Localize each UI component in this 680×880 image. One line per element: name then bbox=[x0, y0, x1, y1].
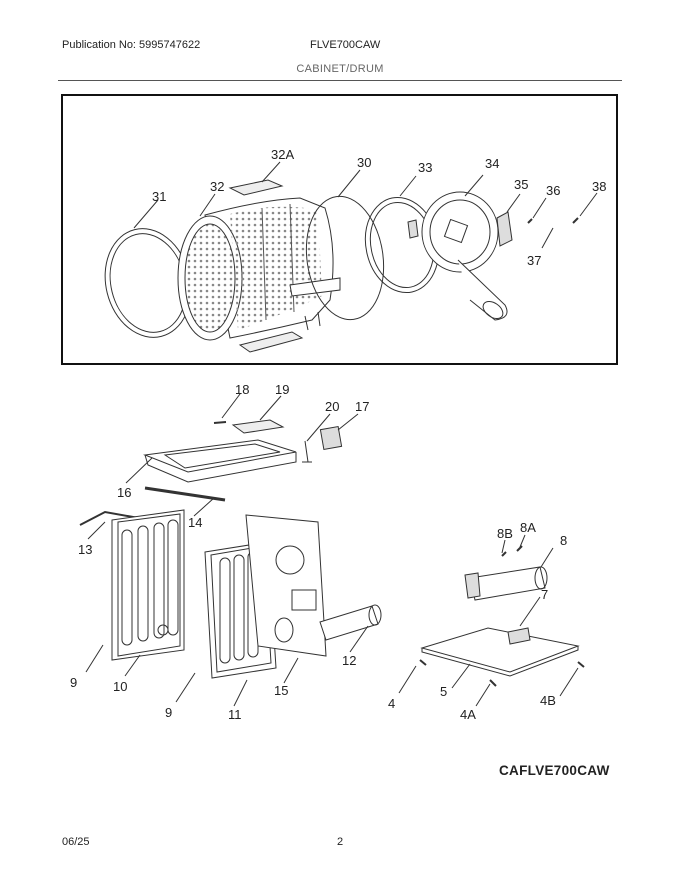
callout-4b: 4B bbox=[540, 693, 556, 708]
drum-bracket bbox=[496, 211, 513, 247]
base-plate bbox=[420, 627, 580, 677]
exhaust-duct bbox=[319, 604, 382, 641]
callout-20: 20 bbox=[325, 399, 340, 414]
drum-baffle-bottom bbox=[238, 331, 304, 353]
callout-30: 30 bbox=[357, 155, 372, 170]
callout-37: 37 bbox=[527, 253, 542, 268]
model-number: FLVE700CAW bbox=[310, 39, 381, 51]
callout-17: 17 bbox=[355, 399, 370, 414]
leveling-foot-4a bbox=[489, 679, 497, 687]
header-divider bbox=[58, 80, 622, 81]
drum bbox=[177, 197, 341, 341]
callout-18: 18 bbox=[235, 382, 250, 397]
drum-assembly-frame bbox=[61, 94, 618, 365]
callout-5: 5 bbox=[440, 684, 448, 699]
callout-11: 11 bbox=[228, 707, 242, 722]
diagram-code: CAFLVE700CAW bbox=[499, 763, 610, 778]
drum-leader-lines bbox=[133, 161, 598, 249]
rear-panel bbox=[245, 514, 327, 657]
heater-assembly bbox=[464, 566, 548, 601]
callout-8: 8 bbox=[560, 533, 568, 548]
callout-4a: 4A bbox=[460, 707, 476, 722]
top-rail bbox=[144, 486, 226, 502]
callout-34: 34 bbox=[485, 156, 500, 171]
top-panel bbox=[143, 439, 297, 483]
callout-36: 36 bbox=[546, 183, 561, 198]
callout-9-left: 9 bbox=[70, 675, 78, 690]
callout-12: 12 bbox=[342, 653, 357, 668]
rear-part-38 bbox=[572, 217, 579, 224]
callout-16: 16 bbox=[117, 485, 132, 500]
footer-date: 06/25 bbox=[62, 836, 90, 848]
callout-31: 31 bbox=[152, 189, 167, 204]
callout-32: 32 bbox=[210, 179, 225, 194]
leveling-foot-4 bbox=[419, 659, 427, 666]
part-17 bbox=[319, 426, 343, 450]
callout-32a: 32A bbox=[271, 147, 295, 162]
page-number: 2 bbox=[337, 836, 344, 848]
callout-7: 7 bbox=[541, 587, 549, 602]
leveling-foot-4b bbox=[577, 661, 585, 668]
callout-13: 13 bbox=[78, 542, 93, 557]
callout-10: 10 bbox=[113, 679, 128, 694]
callout-19: 19 bbox=[275, 382, 290, 397]
callout-9-right: 9 bbox=[165, 705, 173, 720]
part-20 bbox=[302, 440, 312, 463]
callout-38: 38 bbox=[592, 179, 607, 194]
callout-14: 14 bbox=[188, 515, 203, 530]
part-8b bbox=[501, 551, 507, 557]
publication-number: Publication No: 5995747622 bbox=[62, 39, 201, 51]
rear-part-36 bbox=[527, 218, 533, 224]
rear-bulkhead bbox=[421, 191, 508, 321]
callout-8a: 8A bbox=[520, 520, 536, 535]
top-part-18 bbox=[213, 421, 227, 424]
callout-35: 35 bbox=[514, 177, 529, 192]
callout-15: 15 bbox=[274, 683, 289, 698]
control-part-19 bbox=[231, 419, 285, 434]
drum-rear-panel bbox=[305, 195, 385, 321]
callout-8b: 8B bbox=[497, 526, 513, 541]
cabinet-leader-lines bbox=[85, 393, 579, 707]
section-title: CABINET/DRUM bbox=[296, 63, 384, 75]
drum-baffle-top bbox=[228, 179, 284, 196]
part-8a bbox=[516, 545, 523, 552]
front-panel bbox=[111, 509, 185, 661]
callout-33: 33 bbox=[418, 160, 433, 175]
callout-4: 4 bbox=[388, 696, 396, 711]
